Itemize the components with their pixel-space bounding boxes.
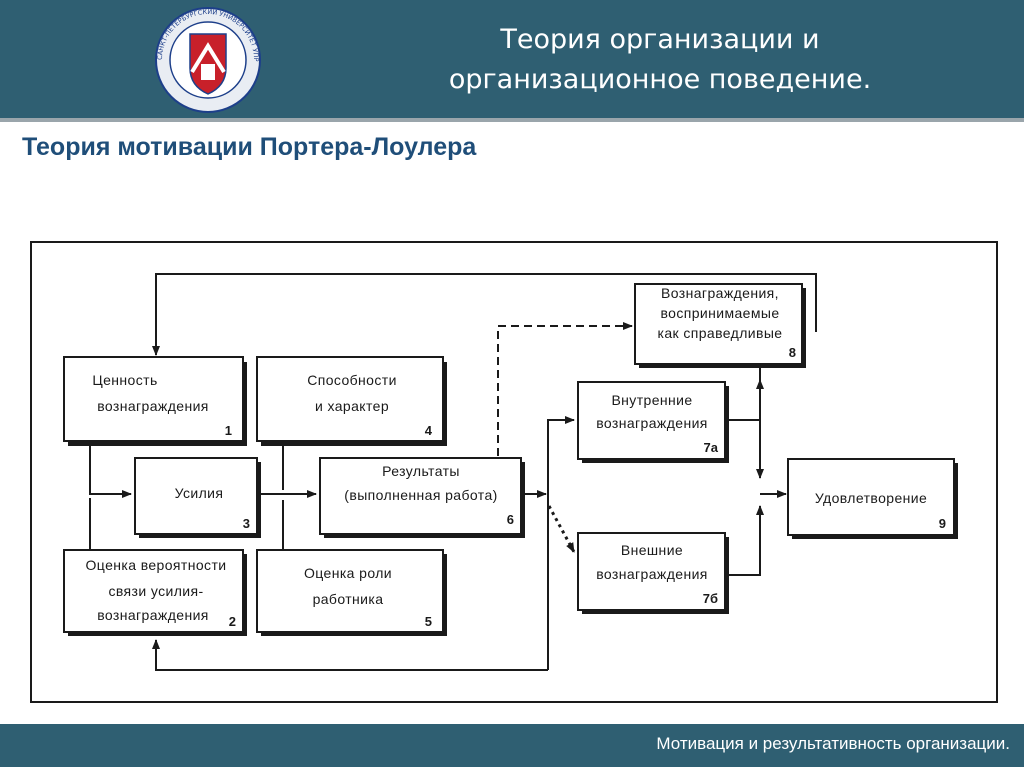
svg-text:6: 6 — [507, 512, 514, 527]
header-divider — [0, 118, 1024, 122]
box-6: Результаты (выполненная работа) 6 — [319, 457, 522, 535]
svg-text:как справедливые: как справедливые — [658, 325, 783, 341]
svg-text:Внешние: Внешние — [621, 542, 683, 558]
svg-text:Способности: Способности — [307, 372, 397, 388]
svg-text:вознаграждения: вознаграждения — [97, 398, 209, 414]
svg-text:7а: 7а — [704, 440, 719, 455]
arrow-intrinsic-to-fair — [725, 379, 764, 421]
svg-text:3: 3 — [243, 516, 250, 531]
connectors — [89, 273, 817, 671]
box-4: Способности и характер 4 — [256, 356, 444, 442]
svg-text:Оценка вероятности: Оценка вероятности — [86, 557, 227, 573]
svg-text:Удовлетворение: Удовлетворение — [815, 490, 927, 506]
svg-text:1: 1 — [225, 423, 232, 438]
svg-text:Усилия: Усилия — [175, 485, 224, 501]
svg-text:и характер: и характер — [315, 398, 389, 414]
arrow-extrinsic-to-satisfaction — [725, 505, 764, 576]
svg-text:Внутренние: Внутренние — [611, 392, 692, 408]
footer-caption: Мотивация и результативность организации… — [656, 734, 1010, 753]
svg-text:(выполненная работа): (выполненная работа) — [344, 487, 497, 503]
box-3: Усилия 3 — [134, 457, 258, 535]
university-emblem-icon: САНКТ-ПЕТЕРБУРГСКИЙ УНИВЕРСИТЕТ УПРАВЛЕН… — [146, 6, 261, 113]
svg-text:Оценка роли: Оценка роли — [304, 565, 392, 581]
box-8: Вознаграждения, воспринимаемые как справ… — [634, 283, 803, 365]
header-bar: САНКТ-ПЕТЕРБУРГСКИЙ УНИВЕРСИТЕТ УПРАВЛЕН… — [0, 0, 1024, 118]
svg-text:Результаты: Результаты — [382, 463, 460, 479]
box-7b: Внешние вознаграждения 7б — [577, 532, 726, 611]
svg-text:вознаграждения: вознаграждения — [596, 566, 708, 582]
box-1: Ценность вознаграждения 1 — [63, 356, 244, 442]
box-7a: Внутренние вознаграждения 7а — [577, 381, 726, 460]
arrow-value-to-effort — [89, 442, 132, 498]
svg-text:5: 5 — [425, 614, 432, 629]
box-9: Удовлетворение 9 — [787, 458, 955, 536]
svg-text:2: 2 — [229, 614, 236, 629]
svg-text:7б: 7б — [703, 591, 718, 606]
footer-bar: Мотивация и результативность организации… — [0, 724, 1024, 767]
svg-text:8: 8 — [789, 345, 796, 360]
slide-title: Теория мотивации Портера-Лоулера — [22, 133, 477, 161]
svg-text:вознаграждения: вознаграждения — [596, 415, 708, 431]
box-2: Оценка вероятности связи усилия- вознагр… — [63, 549, 244, 633]
feedback-loop-to-value — [152, 273, 817, 356]
svg-text:вознаграждения: вознаграждения — [97, 607, 209, 623]
dotted-results-to-extrinsic — [547, 505, 576, 553]
svg-text:4: 4 — [425, 423, 433, 438]
dashed-results-to-fair — [497, 322, 633, 456]
arrow-to-intrinsic — [547, 416, 575, 670]
svg-text:связи усилия-: связи усилия- — [108, 583, 203, 599]
svg-text:Вознаграждения,: Вознаграждения, — [661, 285, 779, 301]
course-title-line-1: Теория организации и — [500, 24, 820, 55]
svg-text:9: 9 — [939, 516, 946, 531]
svg-text:Ценность: Ценность — [92, 372, 157, 388]
svg-text:воспринимаемые: воспринимаемые — [660, 305, 779, 321]
svg-text:работника: работника — [313, 591, 384, 607]
course-title-line-2: организационное поведение. — [448, 64, 872, 95]
feedback-loop-to-probability — [152, 639, 548, 671]
diagram-frame — [30, 241, 998, 703]
box-5: Оценка роли работника 5 — [256, 549, 444, 633]
course-title: Теория организации и организационное пов… — [380, 20, 940, 100]
